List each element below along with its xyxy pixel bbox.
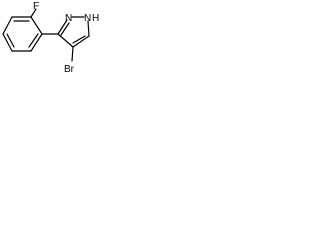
- chemical-structure: F N H N Br: [2, 1, 99, 75]
- bond-c-fluorine: [30, 8, 37, 18]
- pyrazole-ring: [57, 16, 90, 48]
- bond-c3-n2-double-inner: [60, 22, 70, 36]
- bond-c3-n2-double-outer: [57, 19, 68, 35]
- hydrogen-nh-label: H: [92, 13, 99, 24]
- bond-phenyl-c3-c4: [2, 16, 13, 35]
- nitrogen-nh-label: N: [84, 13, 91, 24]
- bond-c4-c3: [57, 33, 74, 48]
- bond-phenyl-c4-c5: [2, 33, 13, 52]
- nitrogen-imine-label: N: [65, 13, 72, 24]
- bond-c-bromine: [71, 46, 74, 62]
- fluorine-label: F: [33, 1, 39, 12]
- bond-n1-c5: [87, 20, 90, 37]
- bond-phenyl-inner-2: [6, 33, 15, 48]
- bond-phenyl-c1-c2: [30, 16, 43, 35]
- bond-phenyl-inner-3: [28, 33, 39, 48]
- phenyl-ring: [2, 16, 43, 52]
- bond-phenyl-c6-c1: [30, 33, 43, 52]
- bond-c5-c4-double-outer: [72, 35, 90, 48]
- bromine-label: Br: [64, 64, 75, 75]
- bond-c5-c4-double-inner: [72, 35, 86, 44]
